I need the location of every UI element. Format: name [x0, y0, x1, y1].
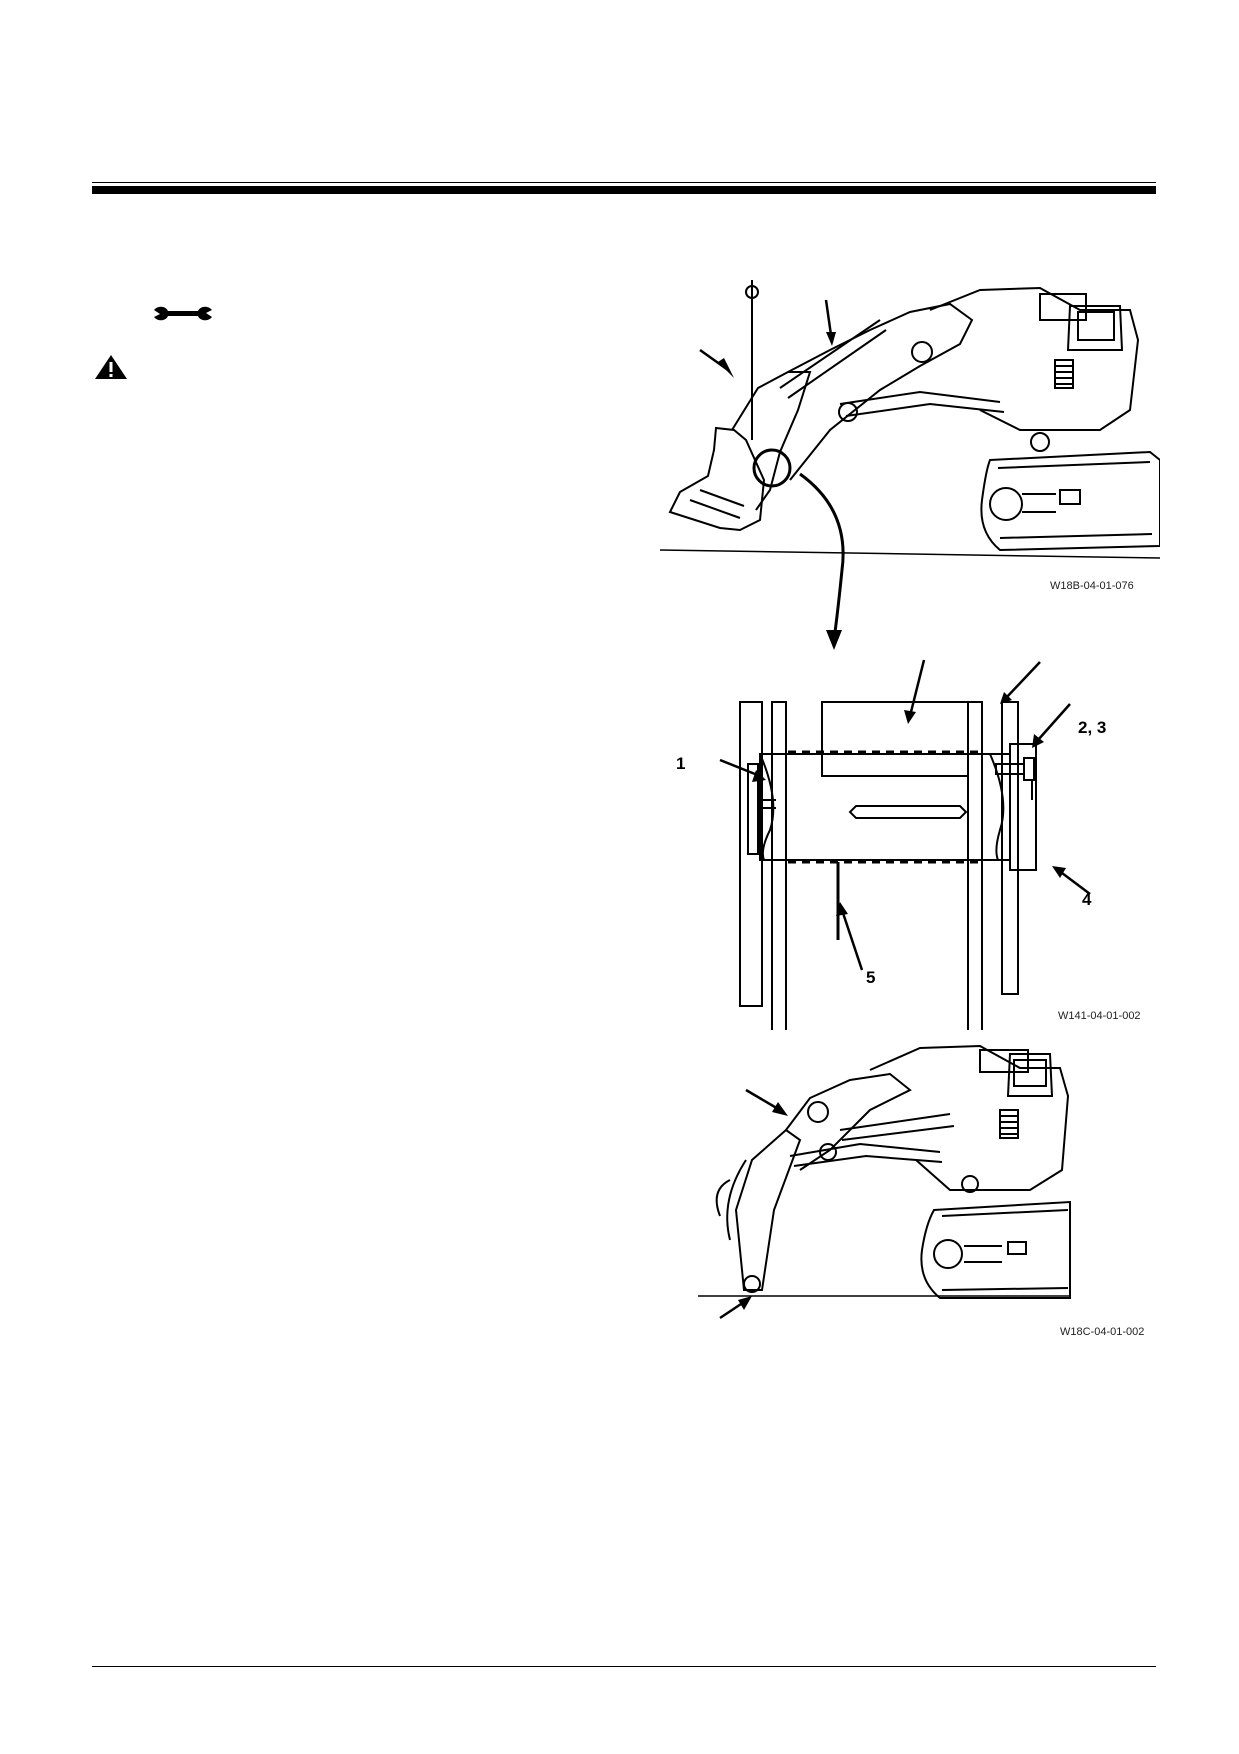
figure-code: W18C-04-01-002 [1060, 1326, 1145, 1338]
callout-1: 1 [676, 754, 686, 773]
figure-code: W141-04-01-002 [1058, 1010, 1141, 1022]
figure-excavator-raised: W18B-04-01-076 [660, 280, 1160, 610]
callout-2-3: 2, 3 [1078, 718, 1107, 737]
figure-excavator-lowered: W18C-04-01-002 [690, 1040, 1160, 1340]
footer-rule [92, 1666, 1156, 1667]
callout-4: 4 [1082, 890, 1092, 909]
callout-5: 5 [866, 968, 876, 987]
wrench-icon [152, 304, 214, 324]
header-rule [92, 186, 1156, 194]
figure-pin-detail: 1 2, 3 4 5 W141-04-01-002 [660, 640, 1160, 1030]
detail-link-arrow [780, 470, 880, 650]
warning-triangle-icon [94, 354, 128, 380]
header-rule-thin [92, 182, 1156, 183]
figure-code: W18B-04-01-076 [1050, 580, 1134, 592]
